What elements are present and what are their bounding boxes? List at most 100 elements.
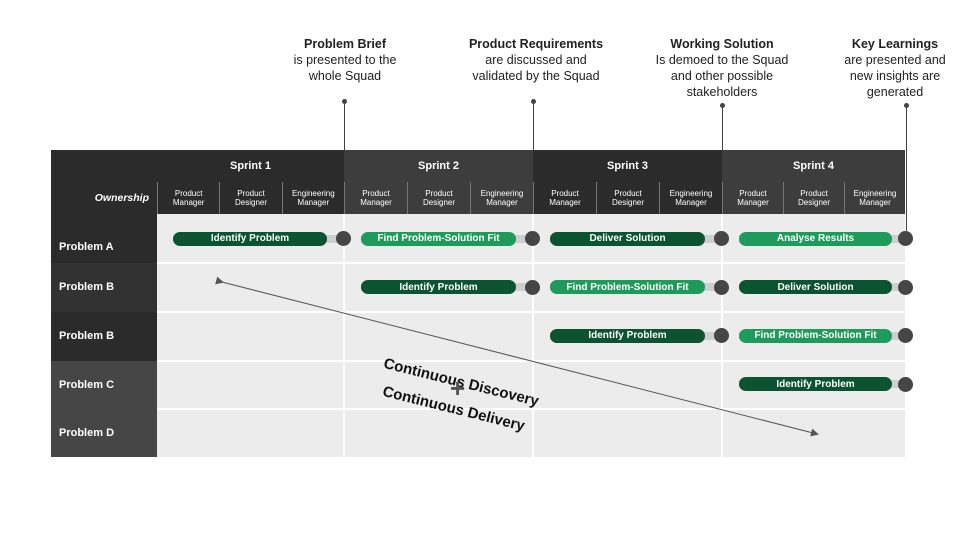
- row-label-problem-a: Problem A: [51, 214, 157, 263]
- role-label-line: Manager: [549, 198, 581, 207]
- role-label-line: Manager: [486, 198, 518, 207]
- sprint-2-header: Sprint 2: [344, 150, 533, 182]
- callout-desc-line: are presented and: [844, 53, 946, 67]
- callout-desc-line: generated: [866, 85, 924, 99]
- callout-product-requirements: Product Requirements are discussed and v…: [456, 36, 616, 84]
- callout-working-solution: Working Solution Is demoed to the Squad …: [642, 36, 802, 100]
- row-label-text: Problem D: [59, 427, 115, 439]
- row-label-text: Problem C: [59, 379, 115, 391]
- activity-pill: Identify Problem: [739, 377, 892, 391]
- callout-desc-line: whole Squad: [308, 69, 382, 83]
- role-label-line: Manager: [859, 198, 891, 207]
- callout-desc-line: are discussed and: [485, 53, 587, 67]
- callout-title: Key Learnings: [851, 37, 939, 51]
- role-label-line: Designer: [797, 198, 830, 207]
- sprint-label: Sprint 1: [230, 160, 271, 172]
- role-label-line: Engineering: [291, 188, 335, 198]
- sprint-label: Sprint 3: [607, 160, 648, 172]
- activity-pill: Deliver Solution: [739, 280, 892, 294]
- row-label-problem-b-2: Problem B: [51, 312, 157, 361]
- role-label-line: Designer: [611, 198, 644, 207]
- role-label-line: Product: [174, 188, 203, 198]
- milestone-node: [897, 279, 913, 295]
- milestone-node: [713, 279, 729, 295]
- role-label-line: Manager: [172, 198, 205, 207]
- activity-pill: Deliver Solution: [550, 231, 705, 246]
- sprint-label: Sprint 4: [793, 160, 834, 172]
- row-label-problem-c: Problem C: [51, 361, 157, 409]
- row-label-problem-d: Problem D: [51, 409, 157, 457]
- row-label-text: Problem B: [59, 281, 115, 293]
- pin-line: [906, 105, 907, 231]
- callout-problem-brief: Problem Brief is presented to the whole …: [275, 36, 415, 84]
- milestone-node: [524, 279, 540, 295]
- callout-desc-line: and other possible: [670, 69, 774, 83]
- callout-title: Product Requirements: [468, 37, 604, 51]
- role-label-line: Designer: [422, 198, 455, 207]
- milestone-node: [897, 231, 913, 246]
- ownership-label: Ownership: [94, 192, 149, 204]
- activity-pill: Find Problem-Solution Fit: [361, 231, 516, 246]
- sprint-4-header: Sprint 4: [722, 150, 905, 182]
- activity-pill: Identify Problem: [173, 231, 327, 246]
- role-label-line: Manager: [360, 198, 392, 207]
- milestone-node: [524, 231, 540, 246]
- role-label-line: Manager: [297, 198, 330, 207]
- role-label-line: Product: [739, 188, 767, 198]
- role-label-line: Manager: [675, 198, 707, 207]
- row-label-text: Problem B: [59, 330, 115, 342]
- plus-icon: +: [450, 373, 466, 403]
- sprint-3-header: Sprint 3: [533, 150, 722, 182]
- role-label-line: Engineering: [853, 188, 897, 198]
- role-label-line: Product: [425, 188, 453, 198]
- callout-key-learnings: Key Learnings are presented and new insi…: [832, 36, 958, 100]
- activity-pill: Find Problem-Solution Fit: [739, 328, 892, 343]
- activity-pill: Analyse Results: [739, 231, 892, 246]
- callout-title: Working Solution: [670, 37, 774, 51]
- role-label-line: Designer: [234, 198, 267, 207]
- activity-pill: Identify Problem: [550, 328, 705, 343]
- role-label-line: Product: [362, 188, 390, 198]
- row-label-text: Problem A: [59, 241, 114, 253]
- grid-divider: [157, 262, 905, 264]
- milestone-node: [897, 376, 913, 392]
- milestone-node: [713, 328, 729, 343]
- callout-desc-line: is presented to the: [293, 53, 397, 67]
- activity-pill: Identify Problem: [361, 280, 516, 294]
- role-label-line: Product: [614, 188, 642, 198]
- callout-desc-line: validated by the Squad: [472, 69, 600, 83]
- callout-desc-line: Is demoed to the Squad: [655, 53, 789, 67]
- milestone-node: [897, 328, 913, 343]
- activity-pill: Find Problem-Solution Fit: [550, 280, 705, 294]
- milestone-node: [335, 231, 351, 246]
- callout-title: Problem Brief: [304, 37, 386, 51]
- milestone-node: [713, 231, 729, 246]
- role-label-line: Manager: [737, 198, 769, 207]
- callout-desc-line: stakeholders: [686, 85, 758, 99]
- corner-header: [51, 150, 157, 214]
- role-label-line: Product: [237, 188, 265, 198]
